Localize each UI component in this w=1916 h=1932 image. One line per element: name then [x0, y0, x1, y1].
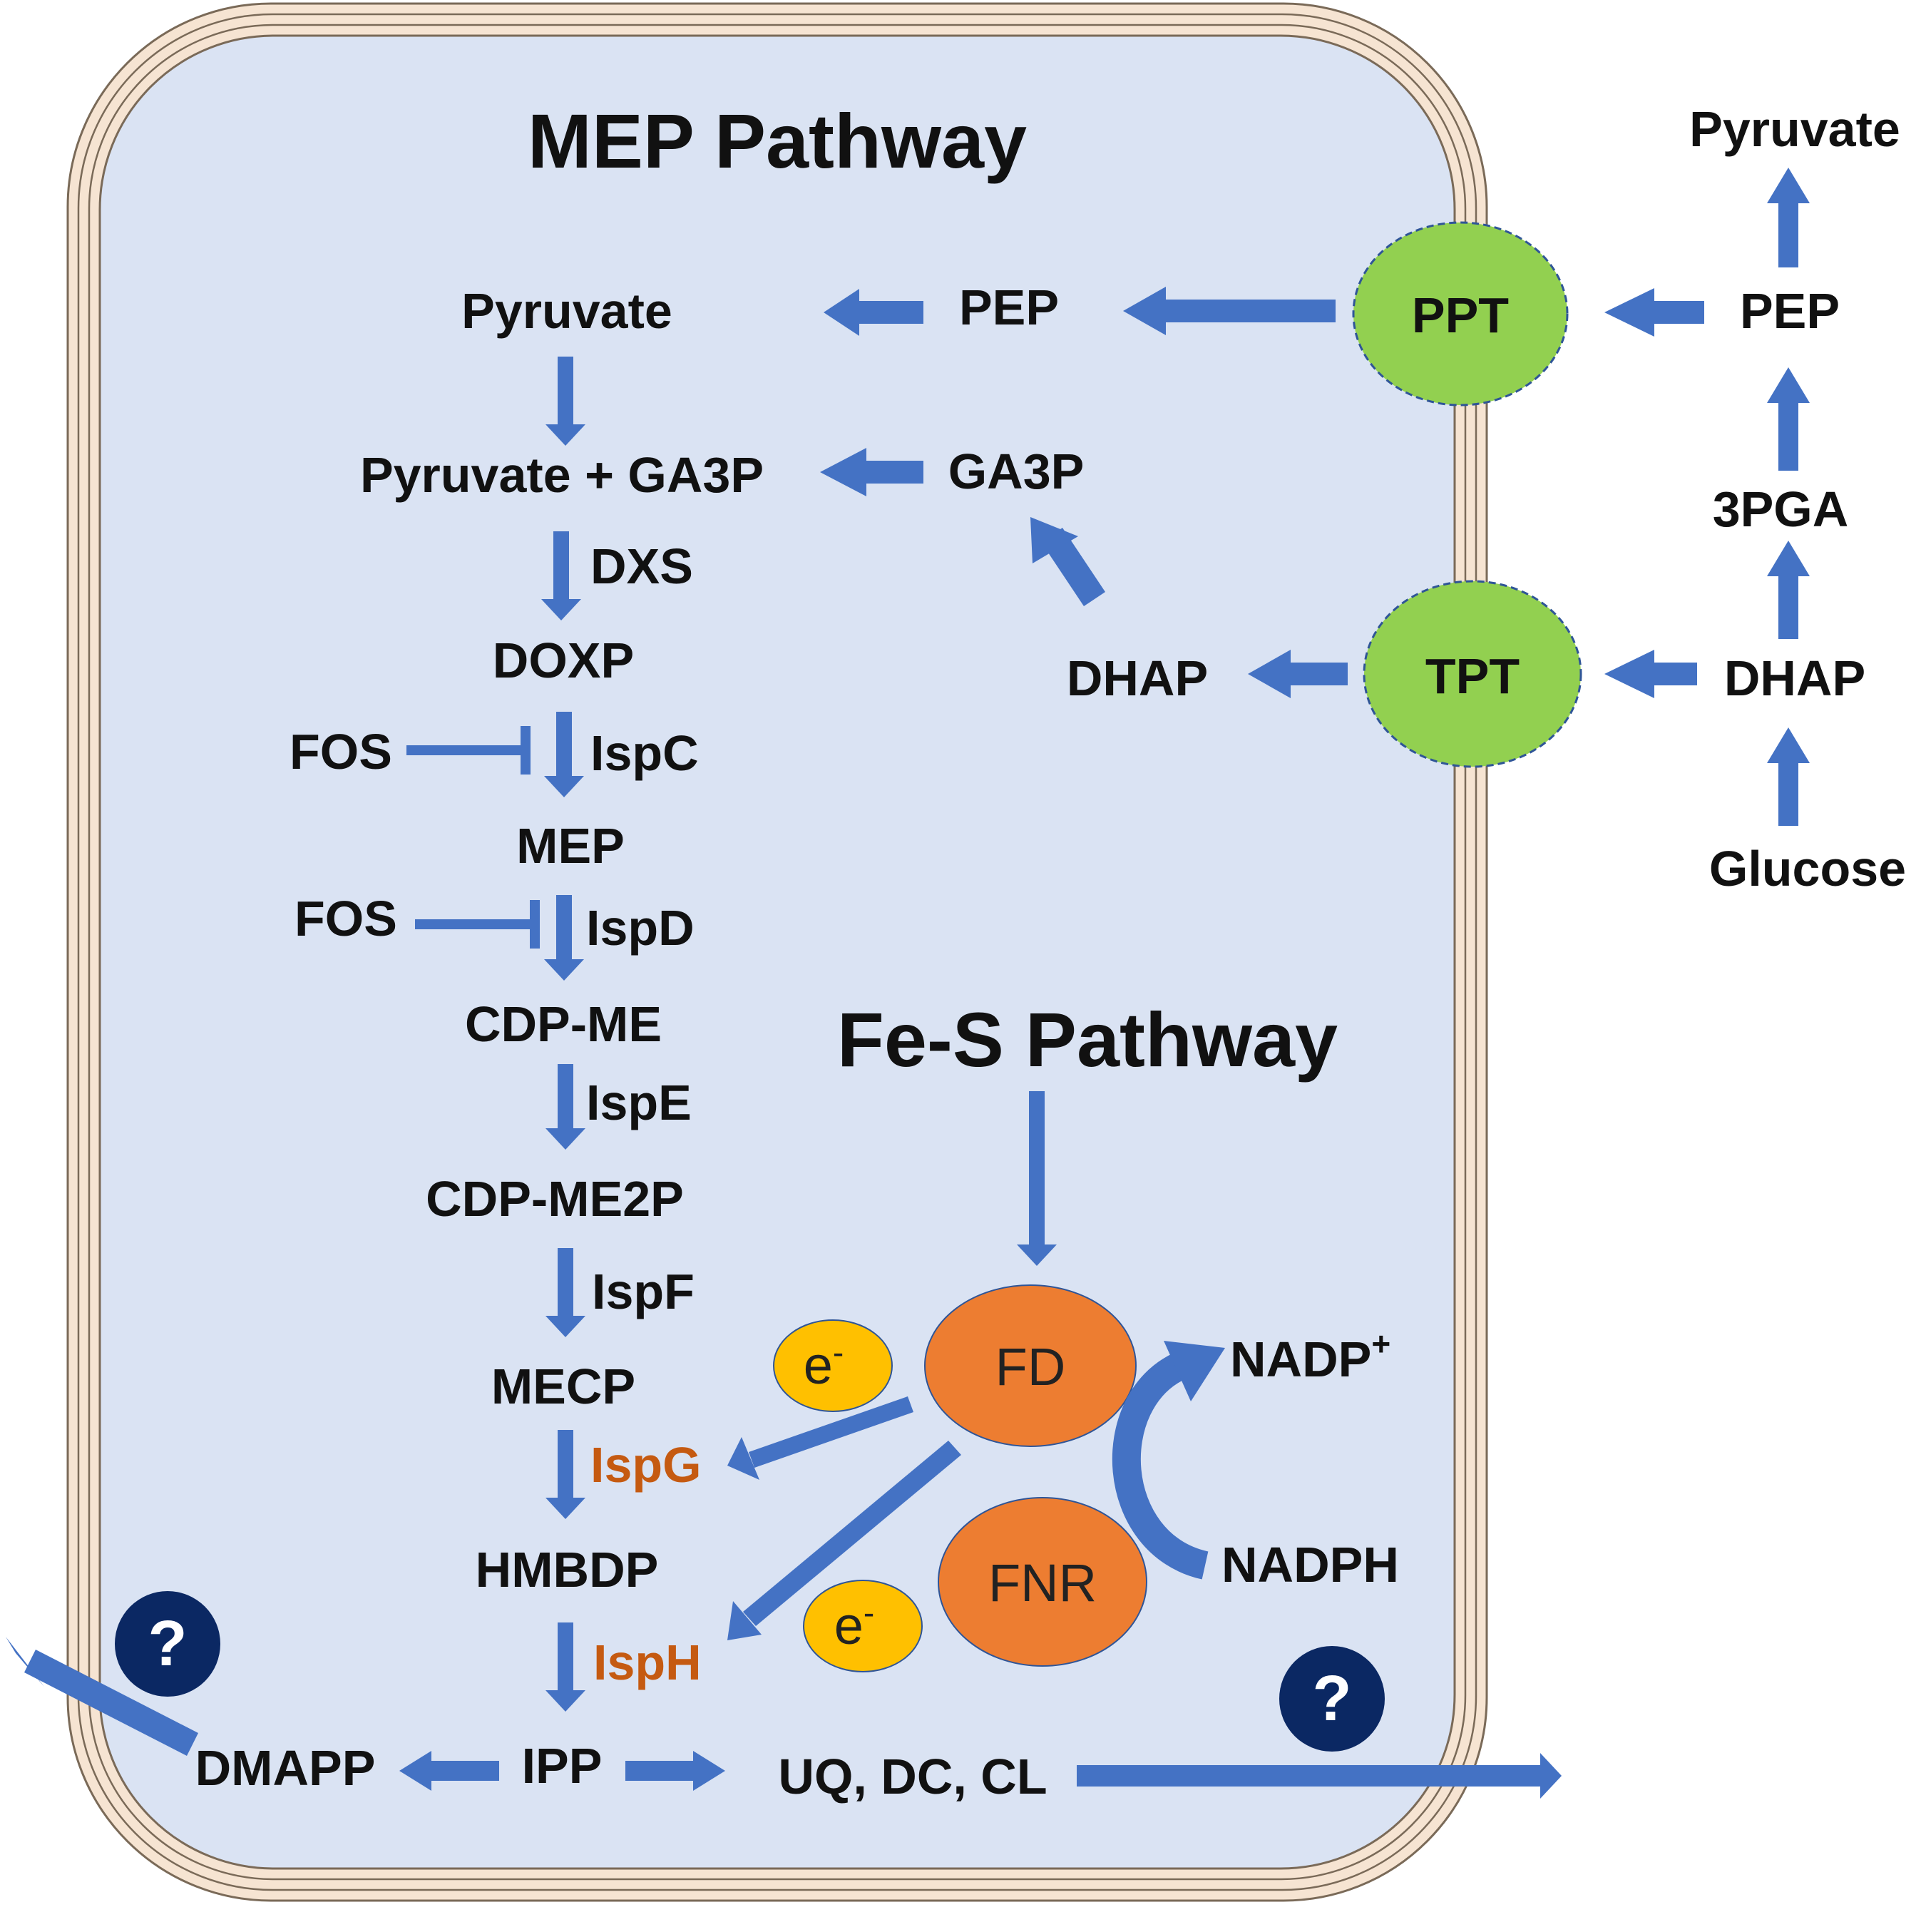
- inner-pep: PEP: [959, 280, 1059, 335]
- node-hmbdp: HMBDP: [476, 1542, 659, 1598]
- node-dmapp: DMAPP: [195, 1740, 376, 1796]
- unknown-export-left: ?: [115, 1591, 220, 1697]
- mep-chain: Pyruvate Pyruvate + GA3P DOXP MEP CDP-ME…: [195, 283, 1047, 1804]
- inhibitor-fos-2: FOS: [294, 891, 397, 946]
- arrow-fd-to-ispg: [727, 1396, 913, 1480]
- plastid-membrane: [66, 2, 1488, 1902]
- enzyme-isph: IspH: [593, 1635, 702, 1690]
- nadp-label: NADP+: [1230, 1325, 1390, 1387]
- enzyme-ispc: IspC: [590, 725, 699, 781]
- arrow-hmbdp-to-ipp: [545, 1622, 585, 1712]
- nadp-text: NADP: [1230, 1332, 1371, 1387]
- question-right: ?: [1313, 1663, 1352, 1734]
- inhibition-bar-ispc: [406, 726, 531, 775]
- arrow-glucose-to-dhap: [1767, 727, 1810, 826]
- enzyme-dxs: DXS: [590, 538, 693, 594]
- arrow-dhap-to-3pga: [1767, 541, 1810, 639]
- electron-2: e-: [803, 1580, 923, 1672]
- arrow-fd-to-isph: [727, 1441, 961, 1640]
- arrow-cytosol-pep-to-ppt: [1604, 288, 1704, 337]
- fes-pathway-title: Fe-S Pathway: [837, 996, 1338, 1083]
- node-pyruvate-ga3p: Pyruvate + GA3P: [360, 447, 764, 503]
- fes-elements: FD FNR e- e- NADP+ NADPH: [773, 1284, 1399, 1672]
- cytosol-dhap: DHAP: [1724, 650, 1865, 706]
- arrow-cytosol-dhap-to-tpt: [1604, 650, 1697, 698]
- svg-text:e-: e-: [804, 1334, 844, 1395]
- enzyme-ispf: IspF: [592, 1264, 695, 1319]
- electron-1-charge: -: [833, 1334, 844, 1371]
- arrow-dhap-to-ga3p: [1030, 517, 1105, 606]
- arrow-ppt-to-pep: [1123, 287, 1336, 335]
- unknown-export-right: ?: [1279, 1646, 1385, 1752]
- electron-1: e-: [773, 1319, 893, 1412]
- tpt-label: TPT: [1425, 648, 1520, 704]
- arrow-cdp-me2p-to-mecp: [545, 1248, 585, 1337]
- arrow-pep-to-pyruvate: [824, 289, 923, 336]
- electron-1-label: e: [804, 1336, 833, 1395]
- node-mep: MEP: [516, 818, 625, 874]
- arrow-mep-to-cdp-me: [544, 895, 584, 981]
- arrow-pyruvate-to-pyruvate-ga3p: [545, 357, 585, 446]
- arrow-ga3p-to-pyruvate-ga3p: [820, 448, 923, 496]
- inhibitor-fos-1: FOS: [290, 724, 392, 780]
- transporter-ppt: PPT: [1352, 221, 1569, 407]
- cytosol-3pga: 3PGA: [1713, 481, 1849, 537]
- arrow-3pga-to-pep: [1767, 367, 1810, 471]
- enzyme-ispd: IspD: [586, 900, 695, 956]
- node-uq-dc-cl: UQ, DC, CL: [778, 1749, 1047, 1804]
- fd-label: FD: [995, 1337, 1066, 1396]
- nadph-to-nadp-curved-arrow: [1112, 1341, 1225, 1580]
- node-cdp-me2p: CDP-ME2P: [426, 1171, 684, 1227]
- arrows: [6, 168, 1810, 1799]
- transporter-tpt: TPT: [1363, 580, 1582, 768]
- node-cdp-me: CDP-ME: [465, 996, 662, 1052]
- inner-import: PEP GA3P DHAP: [948, 280, 1208, 706]
- arrow-pep-to-pyruvate-cytosol: [1767, 168, 1810, 267]
- arrow-doxp-to-mep: [544, 712, 584, 797]
- nadp-charge: +: [1371, 1325, 1390, 1362]
- nadph-label: NADPH: [1221, 1537, 1399, 1593]
- arrow-uq-export: [1077, 1753, 1562, 1799]
- arrow-tpt-to-dhap: [1248, 650, 1348, 698]
- enzyme-ispe: IspE: [586, 1075, 692, 1130]
- question-left: ?: [148, 1608, 188, 1680]
- arrow-dmapp-export: [6, 1637, 198, 1756]
- node-mecp: MECP: [491, 1359, 635, 1414]
- inner-ga3p: GA3P: [948, 444, 1085, 499]
- electron-2-charge: -: [864, 1594, 874, 1631]
- electron-2-label: e: [834, 1596, 864, 1655]
- inhibition-bar-ispd: [415, 900, 540, 949]
- mep-pathway-title: MEP Pathway: [528, 98, 1027, 184]
- arrow-pyruvate-ga3p-to-doxp: [541, 531, 581, 620]
- cytosol-glucose: Glucose: [1709, 841, 1906, 896]
- node-ipp: IPP: [522, 1738, 603, 1794]
- cytosol-pep: PEP: [1740, 283, 1840, 339]
- arrow-fes-to-fd: [1017, 1091, 1057, 1266]
- ppt-label: PPT: [1412, 287, 1509, 343]
- inner-dhap: DHAP: [1067, 650, 1208, 706]
- cytosol: Pyruvate PEP 3PGA DHAP Glucose: [1689, 101, 1906, 896]
- arrow-ipp-to-uq: [625, 1751, 725, 1791]
- cytosol-pyruvate: Pyruvate: [1689, 101, 1900, 157]
- enzyme-ispg: IspG: [590, 1437, 702, 1493]
- svg-text:e-: e-: [834, 1594, 874, 1655]
- node-doxp: DOXP: [493, 633, 634, 688]
- arrow-ipp-to-dmapp: [399, 1751, 499, 1791]
- node-pyruvate: Pyruvate: [461, 283, 672, 339]
- fnr-protein: FNR: [938, 1497, 1147, 1667]
- fnr-label: FNR: [988, 1553, 1097, 1612]
- inhibitors: FOS FOS: [290, 724, 540, 949]
- fd-protein: FD: [924, 1284, 1137, 1447]
- arrow-cdp-me-to-cdp-me2p: [545, 1064, 585, 1150]
- arrow-mecp-to-hmbdp: [545, 1430, 585, 1519]
